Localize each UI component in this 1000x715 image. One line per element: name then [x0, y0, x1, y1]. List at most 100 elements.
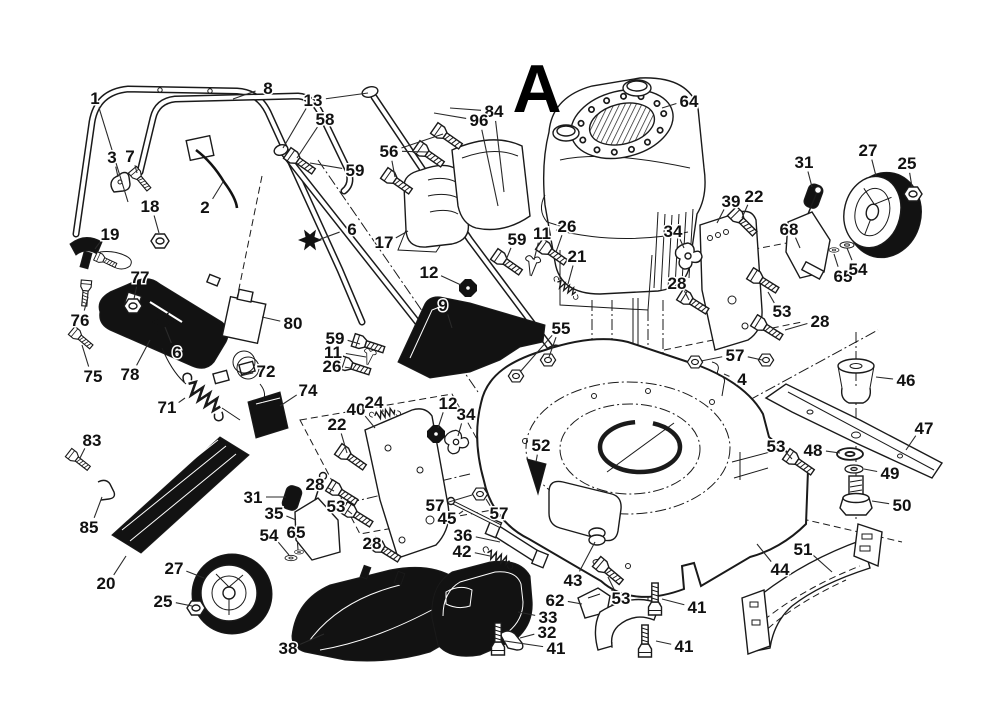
part-label-77: 77: [131, 268, 150, 287]
part-label-1: 1: [90, 89, 99, 108]
leader-line: [555, 235, 563, 253]
lock-washer: [844, 464, 864, 474]
leader-line: [382, 547, 385, 551]
leader-line: [175, 602, 193, 607]
nut: [539, 353, 557, 367]
leader-line: [309, 162, 343, 170]
leader-line: [567, 600, 583, 605]
deck-handle-mount: [731, 451, 771, 480]
nut: [186, 600, 206, 616]
leader-line: [433, 112, 467, 120]
leader-line: [93, 496, 103, 519]
leader-line: [716, 209, 725, 224]
part-label-17: 17: [375, 233, 394, 252]
leader-line: [437, 412, 444, 429]
leader-line: [655, 640, 672, 645]
bolt: [93, 251, 119, 271]
part-label-41: 41: [688, 598, 707, 617]
handle-assembly: [72, 85, 563, 360]
leader-line: [296, 541, 299, 551]
wing-knob: [444, 429, 470, 455]
part-label-4: 4: [737, 370, 747, 389]
part-label-13: 13: [304, 91, 323, 110]
leader-line: [282, 108, 307, 149]
leader-line: [83, 296, 89, 311]
bumper-foot-left: [741, 589, 771, 655]
bolt: [78, 279, 93, 307]
leader-line: [395, 230, 409, 239]
leader-line: [317, 231, 340, 241]
part-label-34: 34: [664, 222, 683, 241]
leader-line: [277, 541, 290, 556]
nut: [471, 487, 489, 501]
leader-line: [871, 159, 877, 177]
part-label-24: 24: [365, 393, 384, 412]
part-label-12: 12: [439, 394, 458, 413]
control-cable: [195, 148, 239, 209]
part-label-58: 58: [316, 110, 335, 129]
bolt: [67, 325, 96, 352]
leader-line: [178, 397, 186, 403]
part-label-27: 27: [165, 559, 184, 578]
part-label-41: 41: [547, 639, 566, 658]
leader-line: [679, 239, 685, 249]
cotter-pin: [522, 254, 542, 278]
part-label-65: 65: [287, 523, 306, 542]
leader-line: [795, 237, 801, 249]
leader-line: [440, 275, 462, 286]
part-label-25: 25: [154, 592, 173, 611]
leader-line: [807, 171, 813, 188]
discharge-baffle: [397, 296, 546, 379]
part-label-8: 8: [263, 79, 272, 98]
part-label-22: 22: [328, 415, 347, 434]
washer: [839, 241, 855, 249]
throttle-and-wiring: [69, 237, 289, 439]
part-label-51: 51: [794, 540, 813, 559]
part-label-53: 53: [773, 302, 792, 321]
door-clip: [97, 479, 116, 501]
part-label-74: 74: [299, 381, 318, 400]
part-label-56: 56: [380, 142, 399, 161]
blade-washer: [836, 447, 864, 461]
part-label-39: 39: [722, 192, 741, 211]
leader-line: [286, 515, 297, 521]
part-label-7: 7: [125, 147, 134, 166]
part-label-27: 27: [859, 141, 878, 160]
leader-line: [296, 126, 318, 159]
leader-line: [607, 576, 615, 590]
deck-side-cutout: [548, 480, 622, 542]
leader-line: [661, 598, 685, 606]
leader-line: [447, 314, 453, 329]
wheels: [191, 171, 922, 635]
part-label-22: 22: [745, 187, 764, 206]
leader-line: [279, 394, 298, 407]
part-label-11: 11: [324, 343, 342, 362]
part-label-47: 47: [915, 419, 934, 438]
part-label-2: 2: [200, 198, 209, 217]
leader-line: [326, 486, 335, 492]
leader-line: [533, 242, 539, 261]
leader-line: [723, 373, 730, 377]
part-label-40: 40: [347, 400, 366, 419]
leader-line: [481, 129, 499, 207]
leader-line: [449, 107, 482, 111]
part-label-38: 38: [279, 639, 298, 658]
part-label-80: 80: [284, 314, 303, 333]
lever-grip: [281, 485, 303, 511]
part-label-57: 57: [726, 346, 745, 365]
leader-line: [474, 552, 491, 557]
bumper-group: [741, 523, 883, 655]
figure-letter: A: [512, 51, 561, 127]
engine-block: [559, 250, 653, 311]
part-label-83: 83: [83, 431, 102, 450]
leader-line: [505, 247, 512, 261]
nut: [686, 355, 704, 369]
leader-line: [495, 120, 505, 193]
part-label-54: 54: [260, 526, 279, 545]
leader-line: [535, 454, 538, 463]
leader-line: [785, 451, 793, 460]
part-label-53: 53: [612, 589, 631, 608]
